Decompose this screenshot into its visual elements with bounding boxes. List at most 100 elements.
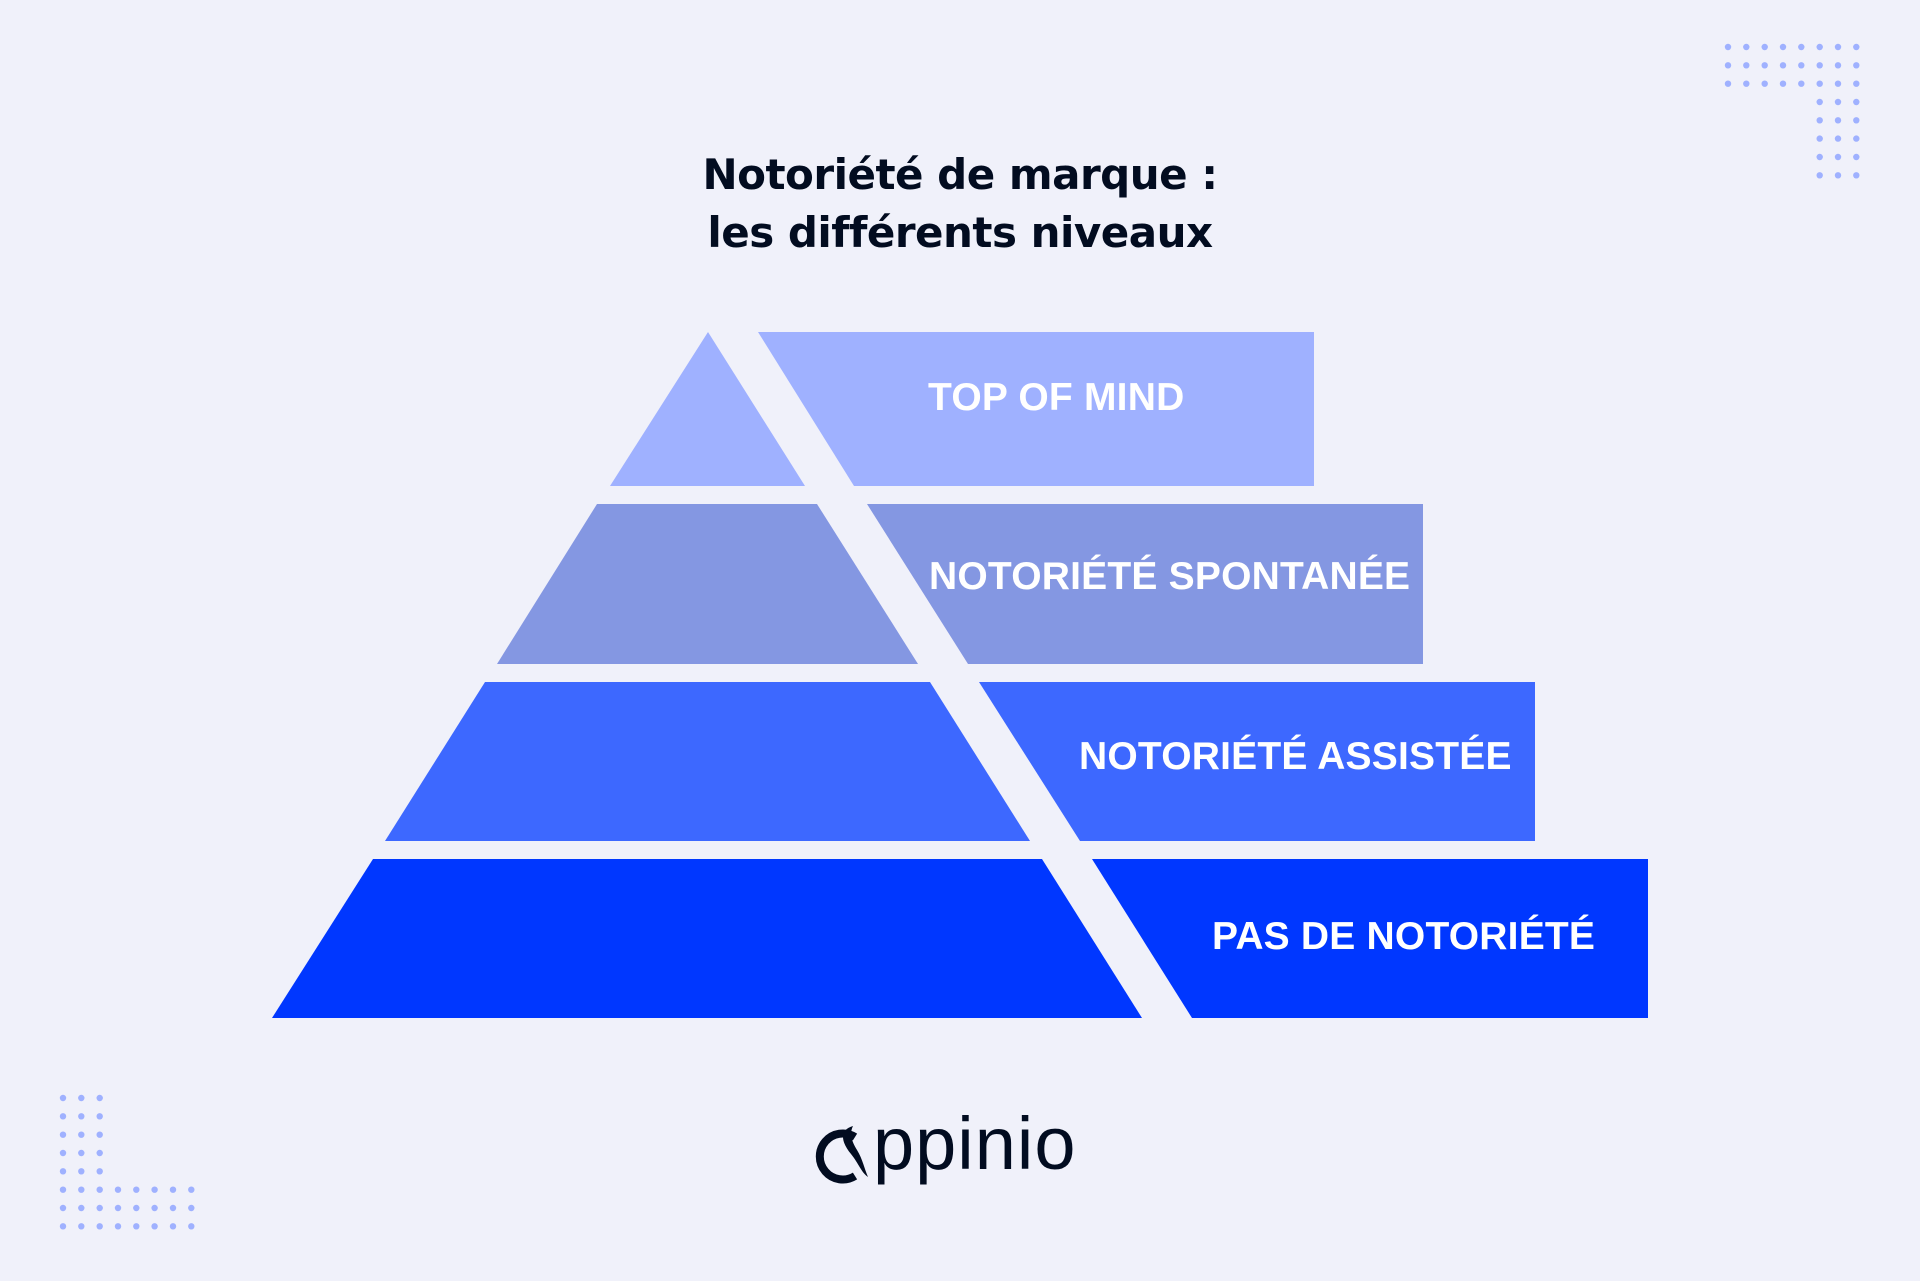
decorative-dot <box>1853 98 1860 106</box>
decorative-dot <box>1834 135 1842 142</box>
decorative-dot <box>1798 80 1805 87</box>
decorative-dot <box>1834 172 1842 179</box>
level-label-top-of-mind: TOP OF MIND <box>928 376 1185 419</box>
decorative-dot <box>59 1149 67 1157</box>
pyramid-levels <box>272 332 1648 1018</box>
appinio-a-swoosh-icon <box>815 1126 868 1184</box>
decorative-dot <box>1834 43 1842 51</box>
decorative-dot <box>1798 43 1805 51</box>
decorative-dot <box>188 1186 195 1193</box>
decorative-dot <box>59 1094 67 1102</box>
pyramid-level-4 <box>272 859 1648 1018</box>
decorative-dot <box>1761 62 1768 69</box>
decorative-dot <box>1816 135 1823 142</box>
decorative-dot <box>59 1186 67 1193</box>
decorative-dot <box>1853 135 1860 142</box>
decorative-dot <box>1724 43 1732 51</box>
decorative-dot <box>1743 80 1750 87</box>
decorative-dot <box>169 1186 177 1193</box>
logo-wordmark: ppinio <box>873 1102 1077 1185</box>
level-label-spontaneous-awareness: NOTORIÉTÉ SPONTANÉE <box>929 555 1411 598</box>
decorative-dot <box>1798 62 1805 69</box>
decorative-dot <box>96 1113 103 1120</box>
decorative-dot <box>188 1223 195 1230</box>
appinio-logo: ppinio <box>811 1100 1111 1200</box>
decorative-dot <box>1779 62 1787 69</box>
decorative-dot <box>78 1186 85 1193</box>
decorative-dot <box>1853 117 1860 124</box>
decorative-dot <box>1834 153 1842 161</box>
decorative-dot <box>1853 62 1860 69</box>
decorative-dot <box>1724 62 1732 69</box>
decorative-dot <box>96 1186 103 1193</box>
decorative-dot <box>1779 43 1787 51</box>
decorative-dot <box>1834 62 1842 69</box>
pyramid-level-2 <box>497 504 1423 664</box>
title-line-1: Notoriété de marque : <box>702 150 1218 199</box>
decorative-dot <box>96 1149 103 1157</box>
decorative-dot <box>78 1223 85 1230</box>
decorative-dot <box>1816 153 1823 161</box>
decorative-dot <box>78 1168 85 1175</box>
decorative-dot <box>1816 80 1823 87</box>
decorative-dot <box>1743 43 1750 51</box>
decorative-dot <box>78 1131 85 1138</box>
decorative-dot <box>133 1186 140 1193</box>
decorative-dot <box>151 1186 158 1193</box>
decorative-dot <box>1743 62 1750 69</box>
decorative-dot <box>169 1204 177 1212</box>
decorative-dot <box>78 1094 85 1102</box>
decorative-dot <box>78 1204 85 1212</box>
decorative-dot <box>96 1131 103 1138</box>
decorative-dot <box>151 1204 158 1212</box>
decorative-dot <box>1853 43 1860 51</box>
decorative-dot <box>59 1223 67 1230</box>
decorative-dot <box>1816 172 1823 179</box>
decorative-dot <box>133 1204 140 1212</box>
decorative-dot <box>1761 43 1768 51</box>
decorative-dot <box>1853 153 1860 161</box>
decorative-dot <box>96 1204 103 1212</box>
title-line-2: les différents niveaux <box>707 208 1213 257</box>
decorative-dot <box>1853 172 1860 179</box>
decorative-dot <box>1834 117 1842 124</box>
decorative-dot <box>1834 98 1842 106</box>
decorative-dot <box>1816 62 1823 69</box>
decorative-dot <box>133 1223 140 1230</box>
pyramid-level-1 <box>610 332 1314 486</box>
decorative-dot <box>169 1223 177 1230</box>
decorative-dot <box>1816 117 1823 124</box>
level-label-box <box>1092 859 1648 1018</box>
decorative-dot <box>188 1204 195 1212</box>
level-label-aided-awareness: NOTORIÉTÉ ASSISTÉE <box>1079 735 1512 778</box>
pyramid-trapezoid <box>272 859 1142 1018</box>
decorative-dot <box>96 1223 103 1230</box>
decorative-dot <box>59 1113 67 1120</box>
decorative-dot <box>1816 43 1823 51</box>
decorative-dot <box>1834 80 1842 87</box>
decorative-dot <box>96 1168 103 1175</box>
decorative-dot <box>96 1094 103 1102</box>
page-title: Notoriété de marque : les différents niv… <box>0 146 1920 262</box>
level-label-box <box>979 682 1535 841</box>
decorative-dot <box>59 1168 67 1175</box>
decorative-dot <box>78 1113 85 1120</box>
decorative-dot <box>59 1131 67 1138</box>
decorative-dot <box>78 1149 85 1157</box>
decorative-dot <box>114 1223 122 1230</box>
pyramid-apex-triangle <box>610 332 805 486</box>
decorative-dot-pattern <box>59 43 1860 1230</box>
decorative-dot <box>1779 80 1787 87</box>
level-label-box <box>758 332 1314 486</box>
decorative-dot <box>1816 98 1823 106</box>
decorative-dot <box>59 1204 67 1212</box>
decorative-dot <box>1761 80 1768 87</box>
decorative-dot <box>114 1204 122 1212</box>
decorative-dot <box>1853 80 1860 87</box>
pyramid-trapezoid <box>385 682 1030 841</box>
pyramid-trapezoid <box>497 504 918 664</box>
decorative-dot <box>114 1186 122 1193</box>
decorative-dot <box>1724 80 1732 87</box>
level-label-box <box>867 504 1423 664</box>
